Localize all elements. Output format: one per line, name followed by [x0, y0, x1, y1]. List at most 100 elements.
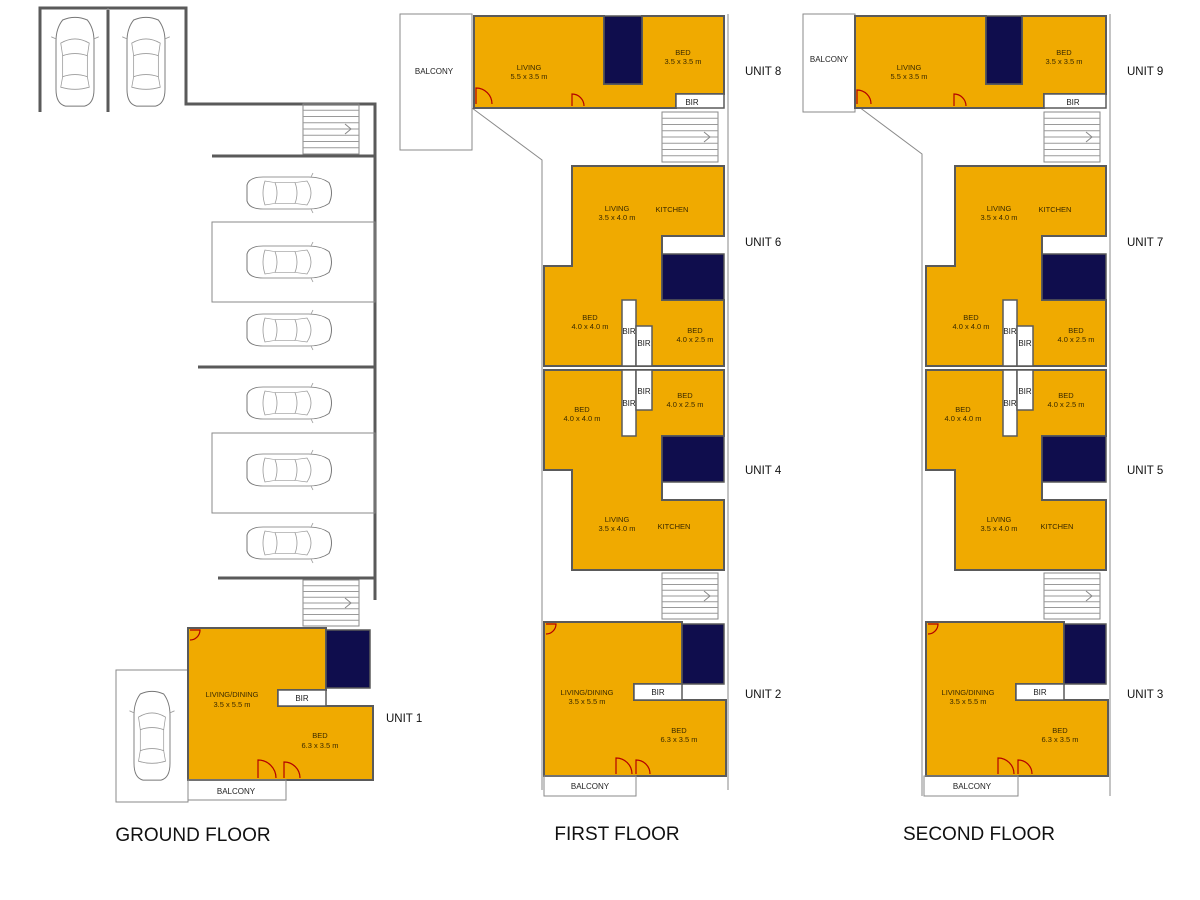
car-icon — [128, 690, 176, 781]
unit-9-plan: BALCONY LIVING 5.5 x 3.5 m BED 3.5 x 3.5… — [810, 15, 1163, 109]
room-dimension: 3.5 x 3.5 m — [664, 57, 701, 66]
car-icon — [246, 382, 332, 424]
room-dimension: 6.3 x 3.5 m — [1041, 735, 1078, 744]
unit-2-plan: LIVING/DINING 3.5 x 5.5 m BIR BED 6.3 x … — [543, 621, 781, 797]
room-dimension: 4.0 x 2.5 m — [676, 335, 713, 344]
unit-4-plan: BED 4.0 x 4.0 m BED 4.0 x 2.5 m BIR BIR … — [543, 369, 782, 571]
floor-title-second: SECOND FLOOR — [903, 824, 1055, 845]
room-label-bed: BED — [1056, 48, 1072, 57]
room-dimension: 3.5 x 4.0 m — [980, 524, 1017, 533]
balcony-label: BALCONY — [415, 67, 454, 76]
unit-label: UNIT 3 — [1127, 689, 1163, 701]
unit-label: UNIT 8 — [745, 66, 781, 78]
room-dimension: 3.5 x 5.5 m — [949, 697, 986, 706]
unit-label: UNIT 9 — [1127, 66, 1163, 78]
room-label-living: LIVING — [605, 515, 630, 524]
car-icon — [246, 172, 332, 214]
car-icon — [121, 16, 171, 107]
room-dimension: 3.5 x 5.5 m — [568, 697, 605, 706]
room-label-living: LIVING — [517, 63, 542, 72]
unit-1-plan: LIVING/DINING 3.5 x 5.5 m BIR BED 6.3 x … — [187, 627, 422, 801]
room-label-bed: BED — [955, 405, 971, 414]
room-label-bed: BED — [687, 326, 703, 335]
room-label-living: LIVING — [987, 515, 1012, 524]
bir-label: BIR — [1033, 688, 1047, 697]
balcony-label: BALCONY — [810, 55, 849, 64]
bir-label: BIR — [637, 339, 651, 348]
room-label-kitchen: KITCHEN — [658, 522, 691, 531]
room-dimension: 4.0 x 2.5 m — [1047, 400, 1084, 409]
room-label-living: LIVING — [987, 204, 1012, 213]
car-icon — [246, 449, 332, 491]
room-label-living: LIVING — [897, 63, 922, 72]
stair-treads — [303, 109, 1100, 621]
unit-label: UNIT 2 — [745, 689, 781, 701]
bir-label: BIR — [622, 327, 636, 336]
first-floor-plan: BALCONY LIVING 5.5 x 3.5 m BED 3.5 x 3.5… — [399, 13, 782, 845]
room-dimension: 5.5 x 3.5 m — [890, 72, 927, 81]
unit-8-plan: BALCONY LIVING 5.5 x 3.5 m BED 3.5 x 3.5… — [415, 15, 781, 109]
bir-label: BIR — [685, 98, 699, 107]
room-dimension: 4.0 x 4.0 m — [944, 414, 981, 423]
room-dimension: 3.5 x 4.0 m — [598, 524, 635, 533]
ground-floor-plan: LIVING/DINING 3.5 x 5.5 m BIR BED 6.3 x … — [38, 6, 422, 846]
room-label-bed: BED — [582, 313, 598, 322]
room-label-bed: BED — [574, 405, 590, 414]
room-dimension: 4.0 x 2.5 m — [1057, 335, 1094, 344]
stair-arrow-icon — [703, 590, 711, 602]
stair-arrow-icon — [344, 597, 352, 609]
balcony-label: BALCONY — [571, 782, 610, 791]
stair-arrow-icon — [1085, 590, 1093, 602]
balcony-label: BALCONY — [953, 782, 992, 791]
room-label-kitchen: KITCHEN — [1039, 205, 1072, 214]
unit-3-plan: LIVING/DINING 3.5 x 5.5 m BIR BED 6.3 x … — [923, 621, 1163, 797]
floor-title-ground: GROUND FLOOR — [115, 825, 270, 846]
stair-arrow-icon — [344, 123, 352, 135]
room-label-bed: BED — [1068, 326, 1084, 335]
bir-label: BIR — [1018, 339, 1032, 348]
room-dimension: 3.5 x 5.5 m — [213, 700, 250, 709]
room-dimension: 3.5 x 3.5 m — [1045, 57, 1082, 66]
room-dimension: 4.0 x 4.0 m — [571, 322, 608, 331]
room-label-living-dining: LIVING/DINING — [561, 688, 614, 697]
unit-label: UNIT 5 — [1127, 465, 1163, 477]
room-label-bed: BED — [675, 48, 691, 57]
room-label-bed: BED — [1052, 726, 1068, 735]
stair-arrow-icon — [1085, 131, 1093, 143]
room-label-living-dining: LIVING/DINING — [942, 688, 995, 697]
room-label-kitchen: KITCHEN — [656, 205, 689, 214]
car-icon — [246, 522, 332, 564]
unit-label: UNIT 4 — [745, 465, 782, 477]
bir-label: BIR — [1003, 327, 1017, 336]
floor-title-first: FIRST FLOOR — [554, 824, 679, 845]
car-icon — [246, 241, 332, 283]
balcony-label: BALCONY — [217, 787, 256, 796]
bir-label: BIR — [651, 688, 665, 697]
room-label-living-dining: LIVING/DINING — [206, 690, 259, 699]
bir-label: BIR — [637, 387, 651, 396]
room-dimension: 4.0 x 2.5 m — [666, 400, 703, 409]
room-label-bed: BED — [963, 313, 979, 322]
room-dimension: 3.5 x 4.0 m — [980, 213, 1017, 222]
bir-label: BIR — [622, 399, 636, 408]
unit-5-plan: BED 4.0 x 4.0 m BED 4.0 x 2.5 m BIR BIR … — [925, 369, 1163, 571]
room-dimension: 4.0 x 4.0 m — [952, 322, 989, 331]
bir-label: BIR — [1003, 399, 1017, 408]
bir-label: BIR — [1066, 98, 1080, 107]
unit-label: UNIT 7 — [1127, 237, 1163, 249]
room-label-bed: BED — [671, 726, 687, 735]
stair-arrow-icon — [703, 131, 711, 143]
unit-7-plan: LIVING 3.5 x 4.0 m KITCHEN BED 4.0 x 4.0… — [925, 165, 1163, 367]
bir-label: BIR — [295, 694, 309, 703]
room-dimension: 4.0 x 4.0 m — [563, 414, 600, 423]
room-label-living: LIVING — [605, 204, 630, 213]
room-dimension: 6.3 x 3.5 m — [301, 741, 338, 750]
unit-6-plan: LIVING 3.5 x 4.0 m KITCHEN BED 4.0 x 4.0… — [543, 165, 781, 367]
room-label-bed: BED — [312, 731, 328, 740]
room-dimension: 6.3 x 3.5 m — [660, 735, 697, 744]
room-dimension: 3.5 x 4.0 m — [598, 213, 635, 222]
room-dimension: 5.5 x 3.5 m — [510, 72, 547, 81]
unit-label: UNIT 1 — [386, 713, 422, 725]
room-label-bed: BED — [677, 391, 693, 400]
